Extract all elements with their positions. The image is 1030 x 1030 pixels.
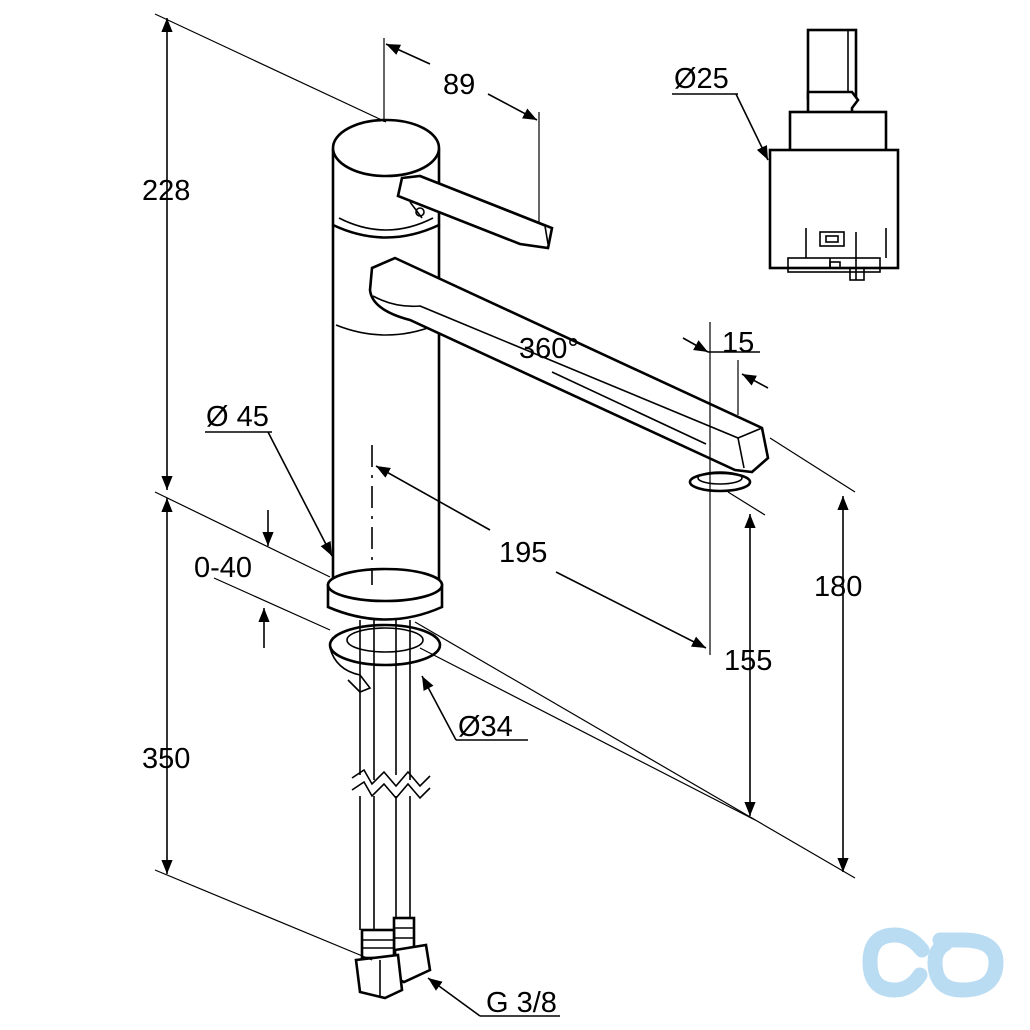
hose-fittings <box>354 916 432 1000</box>
swivel-indicator <box>551 371 707 445</box>
label-total-height: 228 <box>142 175 190 207</box>
extension-lines <box>154 13 856 961</box>
label-handle-length: 89 <box>443 69 475 101</box>
dim-15-arrow-b <box>741 373 769 389</box>
supply-hoses <box>351 620 431 930</box>
label-thread: G 3/8 <box>486 987 557 1019</box>
aerator <box>688 471 752 493</box>
leader-diam-25 <box>735 93 769 161</box>
dim-195-line-b <box>555 571 707 649</box>
label-mounting-thickness: 0-40 <box>194 552 252 584</box>
dim-89-line-b <box>487 93 538 121</box>
faucet-body-group <box>326 118 770 1000</box>
label-cartridge-diameter: Ø25 <box>674 63 729 95</box>
dim-89-line-a <box>385 43 431 65</box>
spout <box>368 256 770 474</box>
leader-diam-45 <box>267 431 333 557</box>
dimension-lines <box>161 18 849 1017</box>
leader-diam-34 <box>421 675 457 741</box>
mounting-nut <box>328 623 442 667</box>
label-hose-length: 350 <box>142 743 190 775</box>
label-spout-reach: 195 <box>499 537 547 569</box>
dim-15-arrow-a <box>682 337 709 353</box>
leader-thread <box>427 977 481 1017</box>
label-outlet-height: 180 <box>814 571 862 603</box>
label-spout-clearance: 155 <box>724 645 772 677</box>
dimension-labels: 228 89 Ø25 360° 15 Ø 45 0-40 195 180 155… <box>142 63 862 1019</box>
label-hole-diameter: Ø34 <box>458 711 513 743</box>
label-body-diameter: Ø 45 <box>206 401 269 433</box>
cd-logo-icon <box>862 927 1004 998</box>
cartridge-detail <box>768 28 900 281</box>
dim-195-line-a <box>375 465 491 531</box>
label-swivel-angle: 360° <box>519 333 579 365</box>
label-outlet-width: 15 <box>722 327 754 359</box>
